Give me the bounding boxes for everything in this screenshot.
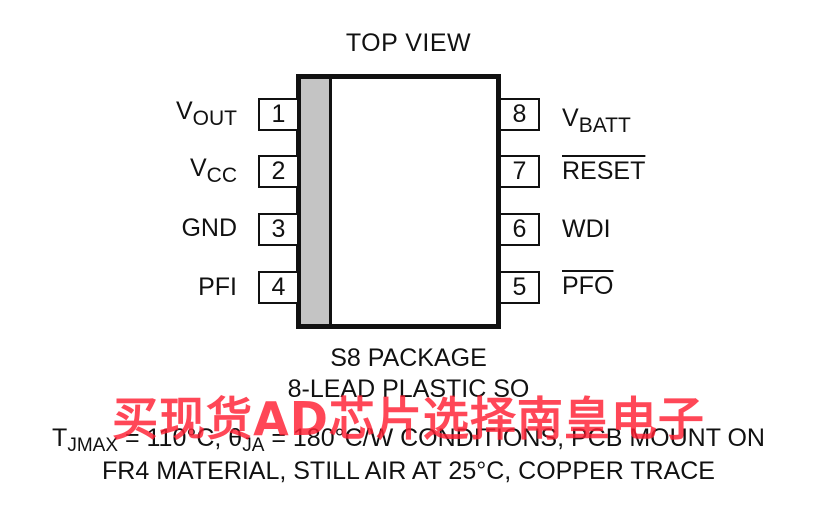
ic-package-body <box>296 74 501 329</box>
pin-1-box: 1 <box>258 98 297 131</box>
pin-5-number: 5 <box>512 273 527 301</box>
pin-6-box: 6 <box>501 213 540 246</box>
watermark-text: 买现货AD芯片选择南皇电子 <box>112 392 705 446</box>
pin-2-box: 2 <box>258 155 297 188</box>
diagram-title: TOP VIEW <box>345 29 472 57</box>
pin-5-box: 5 <box>501 271 540 304</box>
pin-1-number: 1 <box>271 100 286 128</box>
pin-8-number: 8 <box>512 100 527 128</box>
pin-3-box: 3 <box>258 213 297 246</box>
pin1-indicator-stripe <box>301 79 332 324</box>
pin-3-label: GND <box>181 214 237 242</box>
pin-8-label: VBATT <box>562 104 631 137</box>
thermal-conditions-line2: FR4 MATERIAL, STILL AIR AT 25°C, COPPER … <box>102 457 715 485</box>
pin-4-box: 4 <box>258 271 297 304</box>
pin-6-label: WDI <box>562 215 611 243</box>
pin-6-number: 6 <box>512 215 527 243</box>
pin-1-label: VOUT <box>175 97 237 130</box>
pin-2-label: VCC <box>189 154 237 187</box>
pin-2-number: 2 <box>271 157 286 185</box>
thermal-conditions-line1: TJMAX = 110°C, θJA = 180°C/W CONDITIONS,… <box>52 424 765 456</box>
pin-4-number: 4 <box>271 273 286 301</box>
pin-5-label: PFO <box>562 272 614 300</box>
pin-4-label: PFI <box>198 273 237 301</box>
pin-7-label: RESET <box>562 157 646 185</box>
package-name: S8 PACKAGE <box>330 344 487 372</box>
pin-7-number: 7 <box>512 157 527 185</box>
pin-7-box: 7 <box>501 155 540 188</box>
pin-3-number: 3 <box>271 215 286 243</box>
package-description: 8-LEAD PLASTIC SO <box>287 375 530 403</box>
pin-8-box: 8 <box>501 98 540 131</box>
